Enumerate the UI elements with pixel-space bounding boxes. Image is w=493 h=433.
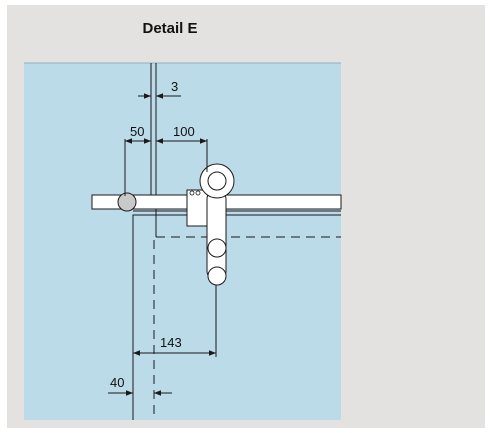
stopper-icon	[117, 192, 137, 212]
dim-label-50: 50	[130, 124, 144, 139]
detail-title: Detail E	[142, 20, 198, 37]
bolt-icon-1	[189, 190, 195, 196]
hanger-bracket	[186, 189, 209, 227]
bolt-icon-2	[195, 190, 201, 196]
clamp-fitting-icon-1	[207, 238, 227, 258]
dim-label-100: 100	[173, 124, 195, 139]
dim-label-40: 40	[110, 375, 124, 390]
clamp-fitting-icon-2	[207, 266, 227, 286]
roller-hub-icon	[207, 171, 227, 191]
dim-label-3: 3	[171, 79, 178, 94]
roller-column	[206, 189, 227, 281]
fixed-glass-panel	[24, 63, 341, 420]
dim-label-143: 143	[160, 335, 182, 350]
